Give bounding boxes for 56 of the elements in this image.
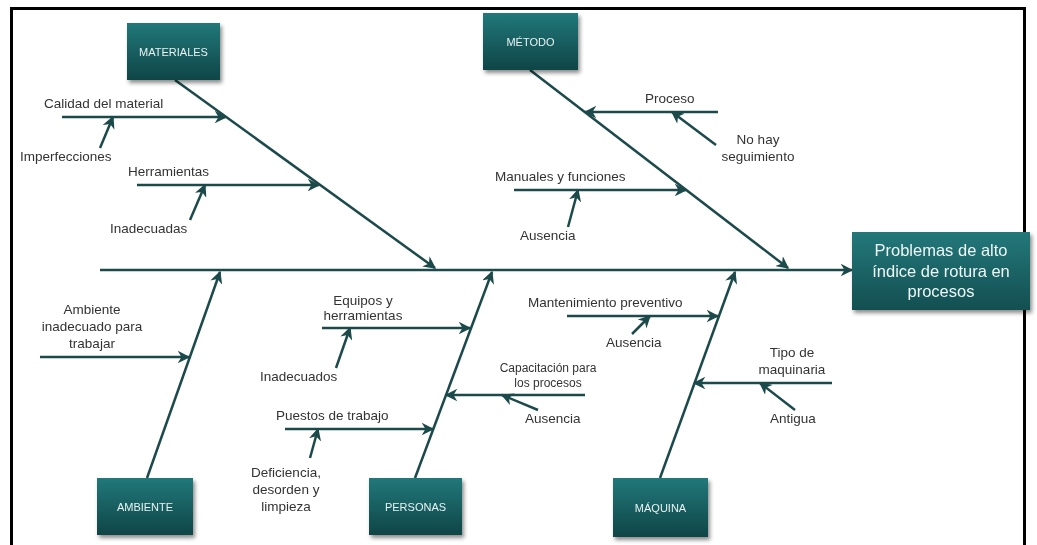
arrow	[566, 188, 582, 228]
cause-label: Inadecuadas	[110, 221, 188, 238]
arrow	[500, 393, 539, 412]
cause-label: Mantenimiento preventivo	[528, 295, 683, 312]
category-box	[613, 478, 708, 537]
category-box	[127, 23, 220, 80]
arrow	[759, 382, 796, 411]
cause-label: Capacitación para los procesos	[498, 361, 598, 391]
cause-label: Ambiente inadecuado para trabajar	[40, 302, 144, 353]
cause-label: Tipo de maquinaria	[757, 345, 827, 379]
arrow	[174, 79, 436, 269]
problem-box	[852, 232, 1030, 310]
cause-label: Ausencia	[525, 411, 581, 428]
arrow	[413, 270, 494, 479]
arrow	[514, 183, 688, 197]
cause-label: Ausencia	[606, 335, 662, 352]
cause-label: Deficiencia, desorden y limpieza	[250, 465, 322, 516]
category-box	[483, 13, 578, 70]
arrow	[188, 183, 207, 221]
arrow	[285, 422, 435, 436]
cause-label: Antigua	[770, 411, 816, 428]
cause-label: Inadecuados	[260, 369, 338, 386]
category-label: MATERIALES	[139, 45, 208, 58]
arrow	[322, 321, 472, 335]
arrow	[308, 427, 322, 459]
problem-label: Problemas de alto índice de rotura en procesos	[871, 240, 1011, 302]
category-label: PERSONAS	[384, 500, 447, 513]
arrow	[631, 315, 651, 335]
cause-label: Calidad del material	[44, 96, 164, 113]
arrow	[62, 110, 228, 124]
cause-label: Equipos y herramientas	[322, 292, 404, 324]
category-label: AMBIENTE	[116, 500, 174, 513]
arrow	[567, 309, 720, 323]
cause-label: Ausencia	[520, 228, 576, 245]
arrow	[100, 263, 854, 277]
cause-label: Imperfecciones	[20, 149, 112, 166]
arrow	[98, 115, 115, 149]
arrow	[145, 270, 223, 479]
category-label: MÁQUINA	[634, 501, 687, 514]
arrow	[334, 326, 353, 369]
cause-label: Puestos de trabajo	[276, 408, 389, 425]
category-label: MÉTODO	[506, 35, 555, 48]
arrow	[40, 350, 191, 364]
arrow	[692, 376, 832, 390]
arrow	[529, 69, 789, 269]
arrow	[444, 388, 585, 402]
arrow	[137, 178, 321, 192]
arrow	[658, 270, 737, 479]
cause-label: Manuales y funciones	[495, 169, 626, 186]
category-box	[97, 478, 193, 535]
arrow	[583, 105, 718, 119]
cause-label: No hay seguimiento	[720, 132, 796, 166]
cause-label: Proceso	[645, 91, 695, 108]
cause-label: Herramientas	[128, 164, 210, 181]
category-box	[369, 478, 462, 535]
arrow	[671, 111, 717, 146]
